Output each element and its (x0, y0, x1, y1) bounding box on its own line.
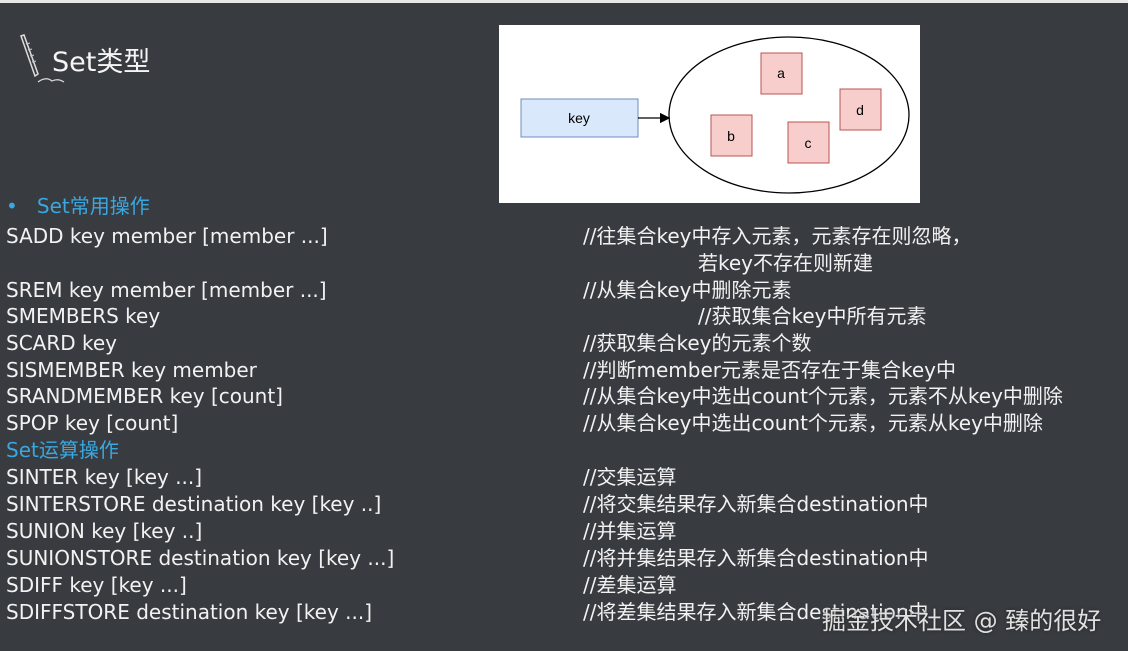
cmd-sunion: SUNION key [key ..] (6, 519, 203, 543)
cmd-sadd: SADD key member [member ...] (6, 224, 328, 248)
key-box (520, 98, 639, 138)
comment-spop: //从集合key中选出count个元素，元素从key中删除 (583, 411, 1043, 435)
comment-sunionstore: //将并集结果存入新集合destination中 (583, 546, 929, 570)
cmd-smembers: SMEMBERS key (6, 304, 161, 328)
comment-sinter: //交集运算 (583, 465, 677, 489)
slide-title: Set类型 (52, 47, 151, 78)
comment-sdiff: //差集运算 (583, 573, 677, 597)
cmd-sinterstore: SINTERSTORE destination key [key ..] (6, 492, 382, 516)
bullet: • (6, 194, 18, 218)
comment-sdiffstore: //将差集结果存入新集合destination中 (583, 600, 929, 624)
watermark: 掘金技术社区 @ 臻的很好 (822, 607, 1102, 635)
comment-smembers: //获取集合key中所有元素 (698, 304, 927, 328)
svg-text:a: a (777, 65, 785, 81)
pencil-icon (20, 34, 65, 83)
cmd-scard: SCARD key (6, 331, 118, 355)
cmd-sunionstore: SUNIONSTORE destination key [key ...] (6, 546, 395, 570)
comment-sunion: //并集运算 (583, 519, 677, 543)
comment-sismember: //判断member元素是否存在于集合key中 (583, 358, 956, 382)
top-strip (0, 0, 1128, 3)
comment-srem: //从集合key中删除元素 (583, 278, 792, 302)
section-set-ops: Set运算操作 (6, 438, 119, 462)
section-common-ops: • Set常用操作 (6, 194, 150, 218)
comment-sadd-2: 若key不存在则新建 (698, 251, 874, 275)
member-c (787, 121, 830, 164)
cmd-sinter: SINTER key [key ...] (6, 465, 203, 489)
svg-text:d: d (856, 102, 864, 118)
cmd-sismember: SISMEMBER key member (6, 358, 257, 382)
svg-text:b: b (727, 128, 735, 144)
cmd-spop: SPOP key [count] (6, 411, 179, 435)
comment-sinterstore: //将交集结果存入新集合destination中 (583, 492, 929, 516)
comment-scard: //获取集合key的元素个数 (583, 331, 812, 355)
svg-text:c: c (805, 135, 812, 151)
comment-srandmember: //从集合key中选出count个元素，元素不从key中删除 (583, 384, 1063, 408)
cmd-srandmember: SRANDMEMBER key [count] (6, 384, 283, 408)
comment-sadd: //往集合key中存入元素，元素存在则忽略， (583, 224, 972, 248)
cmd-sdiffstore: SDIFFSTORE destination key [key ...] (6, 600, 373, 624)
member-a (760, 52, 803, 95)
section-common-title: Set常用操作 (36, 194, 150, 218)
cmd-sdiff: SDIFF key [key ...] (6, 573, 187, 597)
cmd-srem: SREM key member [member ...] (6, 278, 327, 302)
member-d (839, 88, 882, 131)
key-label: key (568, 110, 590, 126)
member-b (710, 114, 753, 157)
set-diagram: key a b c d (499, 25, 920, 203)
